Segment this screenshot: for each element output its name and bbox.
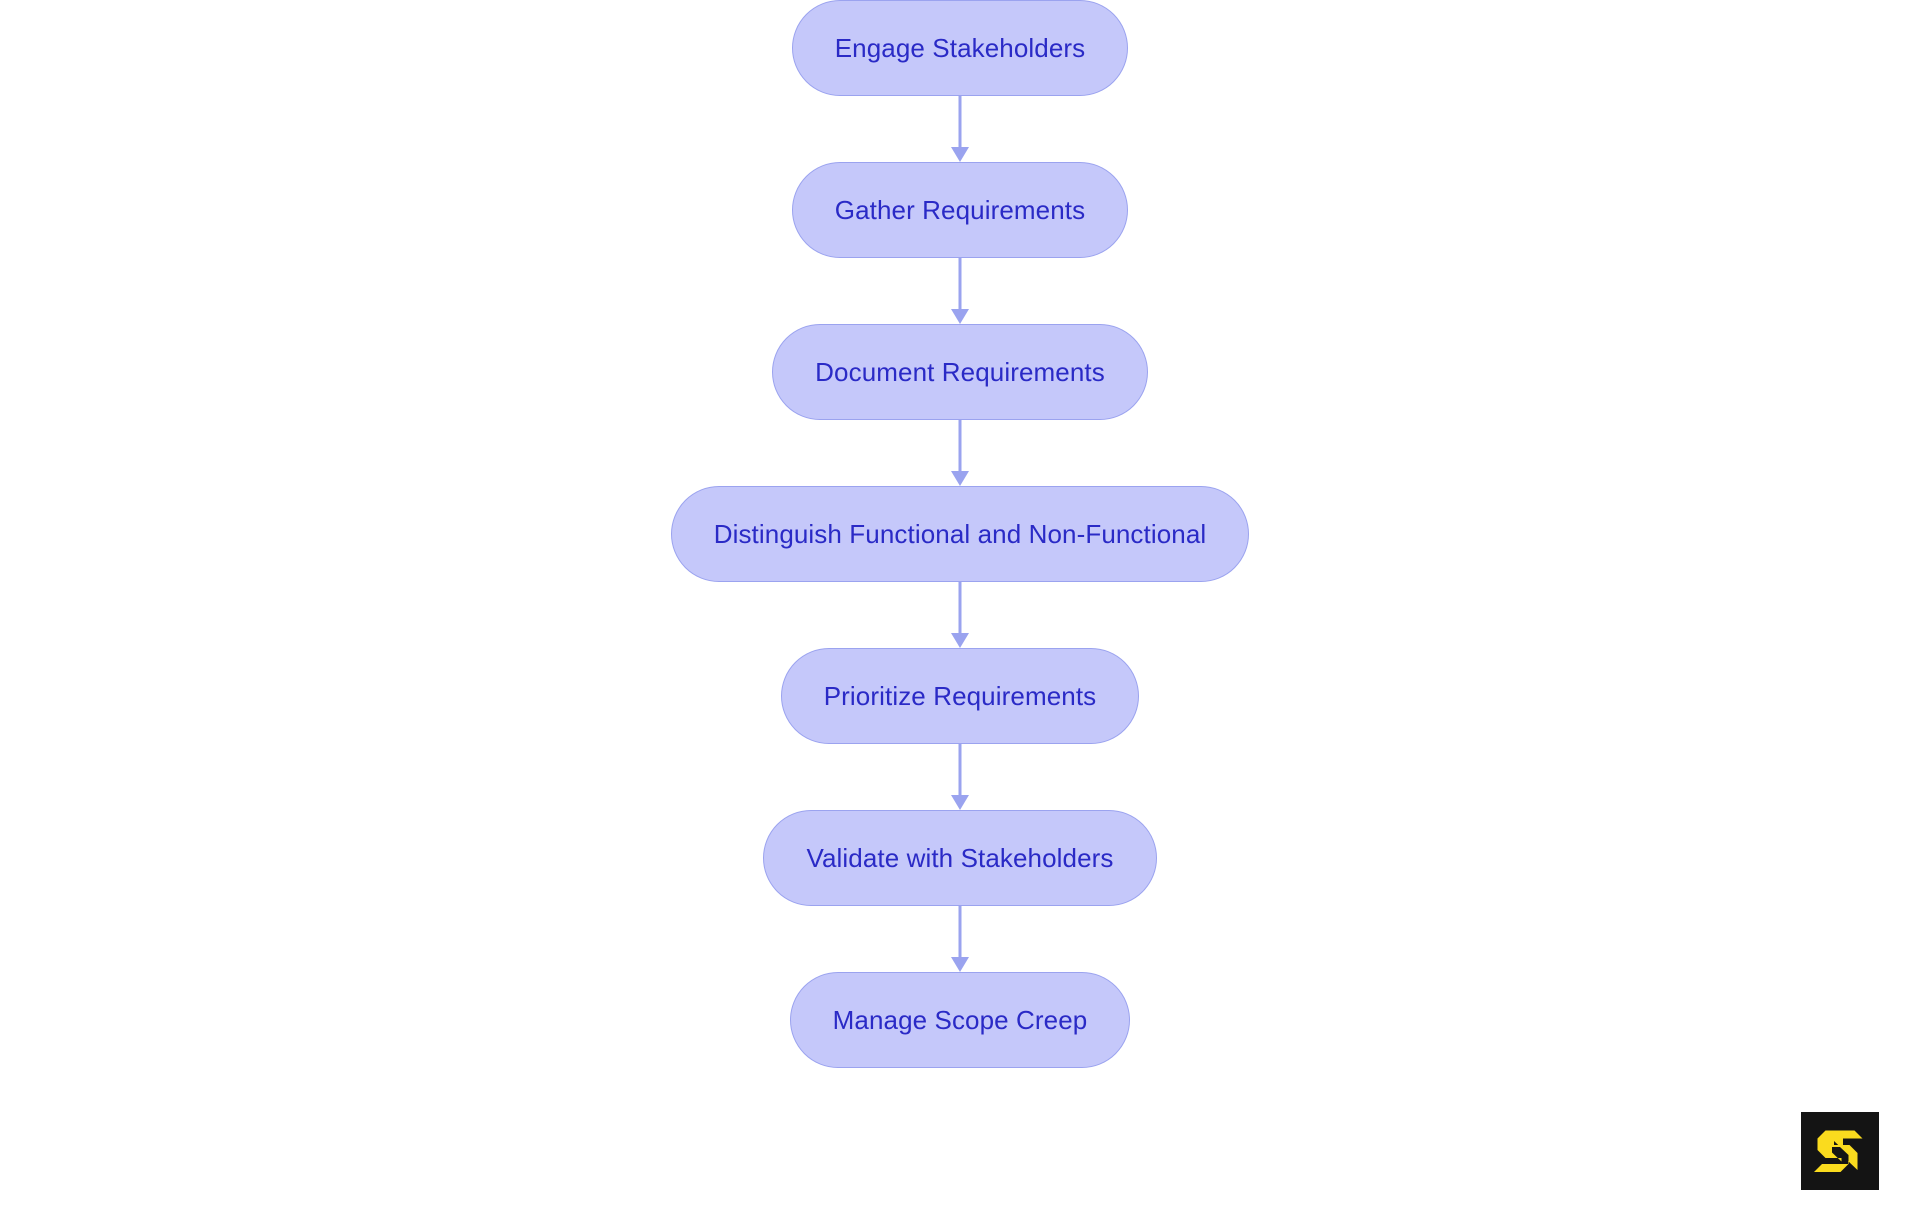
flow-arrow-gather-to-document <box>940 258 980 324</box>
flow-node-label: Document Requirements <box>815 357 1105 387</box>
flow-node-label: Engage Stakeholders <box>834 33 1086 63</box>
arrow-line <box>958 258 962 310</box>
arrow-line <box>958 582 962 634</box>
arrow-line <box>958 906 962 958</box>
arrow-head-icon <box>951 309 969 324</box>
flow-node-distinguish-functional-and-non-functional[interactable]: Distinguish Functional and Non-Functiona… <box>670 486 1250 582</box>
flow-node-document-requirements[interactable]: Document Requirements <box>772 324 1148 420</box>
flow-arrow-prioritize-to-validate <box>940 744 980 810</box>
arrow-line <box>958 96 962 148</box>
flowchart-node-column: Engage Stakeholders Gather Requirements … <box>670 0 1250 1068</box>
flow-arrow-document-to-distinguish <box>940 420 980 486</box>
arrow-head-icon <box>951 633 969 648</box>
arrow-head-icon <box>951 471 969 486</box>
flow-arrow-validate-to-manage <box>940 906 980 972</box>
flow-node-engage-stakeholders[interactable]: Engage Stakeholders <box>791 0 1129 96</box>
arrow-line <box>958 420 962 472</box>
arrow-head-icon <box>951 957 969 972</box>
flow-node-validate-with-stakeholders[interactable]: Validate with Stakeholders <box>763 810 1157 906</box>
flow-node-label: Distinguish Functional and Non-Functiona… <box>713 519 1207 549</box>
flow-node-label: Validate with Stakeholders <box>806 843 1114 873</box>
flow-node-label: Prioritize Requirements <box>823 681 1097 711</box>
flow-node-label: Manage Scope Creep <box>832 1005 1088 1035</box>
flow-node-manage-scope-creep[interactable]: Manage Scope Creep <box>789 972 1131 1068</box>
flow-node-label: Gather Requirements <box>834 195 1086 225</box>
flow-node-prioritize-requirements[interactable]: Prioritize Requirements <box>780 648 1140 744</box>
flow-arrow-distinguish-to-prioritize <box>940 582 980 648</box>
arrow-head-icon <box>951 147 969 162</box>
arrow-head-icon <box>951 795 969 810</box>
letter-s-logo-icon <box>1801 1112 1879 1190</box>
flow-arrow-engage-to-gather <box>940 96 980 162</box>
flow-node-gather-requirements[interactable]: Gather Requirements <box>791 162 1129 258</box>
arrow-line <box>958 744 962 796</box>
